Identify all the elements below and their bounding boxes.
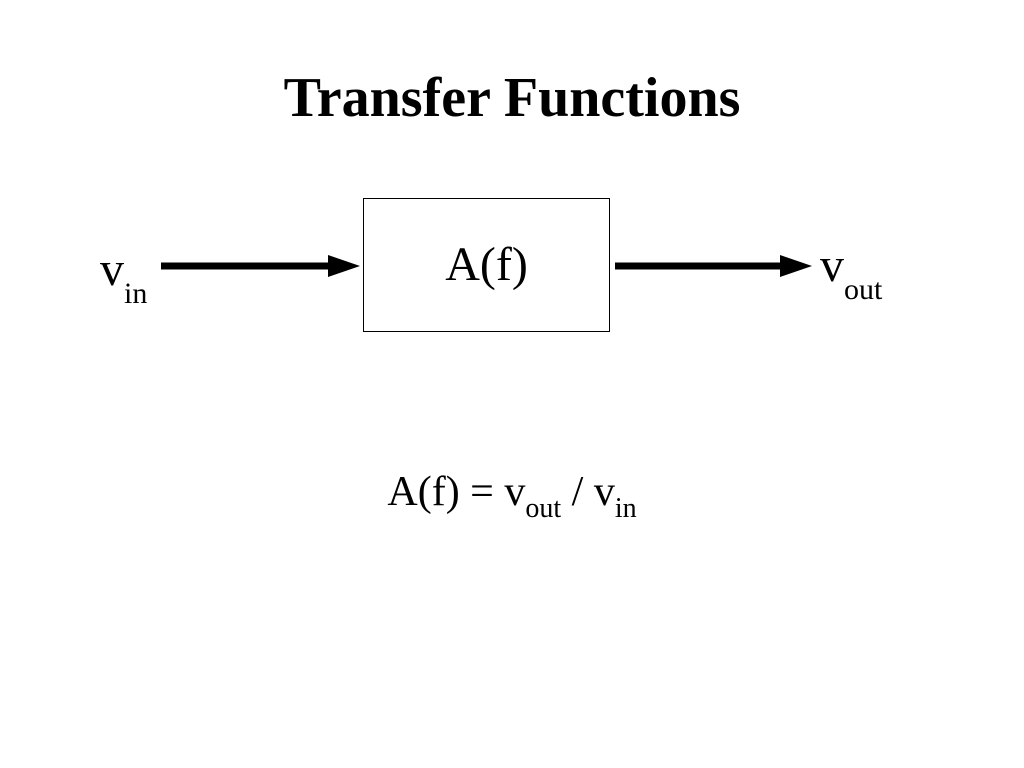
output-signal-subscript: out: [844, 273, 883, 306]
formula-denominator-subscript: in: [614, 493, 637, 524]
block-label: A(f): [445, 238, 528, 291]
input-signal-symbol: v: [100, 243, 124, 296]
formula-divider: /: [561, 469, 594, 515]
slide-title: Transfer Functions: [283, 67, 741, 129]
input-signal-label: vin: [100, 240, 147, 310]
output-signal-label: vout: [820, 236, 882, 306]
input-arrow: [161, 255, 360, 277]
output-signal-symbol: v: [820, 239, 844, 292]
output-arrow-head: [780, 255, 812, 277]
input-signal-subscript: in: [124, 277, 148, 310]
output-arrow: [615, 255, 812, 277]
formula-denominator-symbol: v: [593, 469, 615, 515]
formula-numerator-symbol: v: [504, 469, 526, 515]
formula-numerator-subscript: out: [525, 493, 562, 524]
transfer-function-formula: A(f) = vout / vin: [0, 462, 1024, 527]
input-arrow-head: [328, 255, 360, 277]
transfer-function-block: A(f): [363, 198, 610, 332]
formula-lhs: A(f) =: [387, 469, 505, 515]
